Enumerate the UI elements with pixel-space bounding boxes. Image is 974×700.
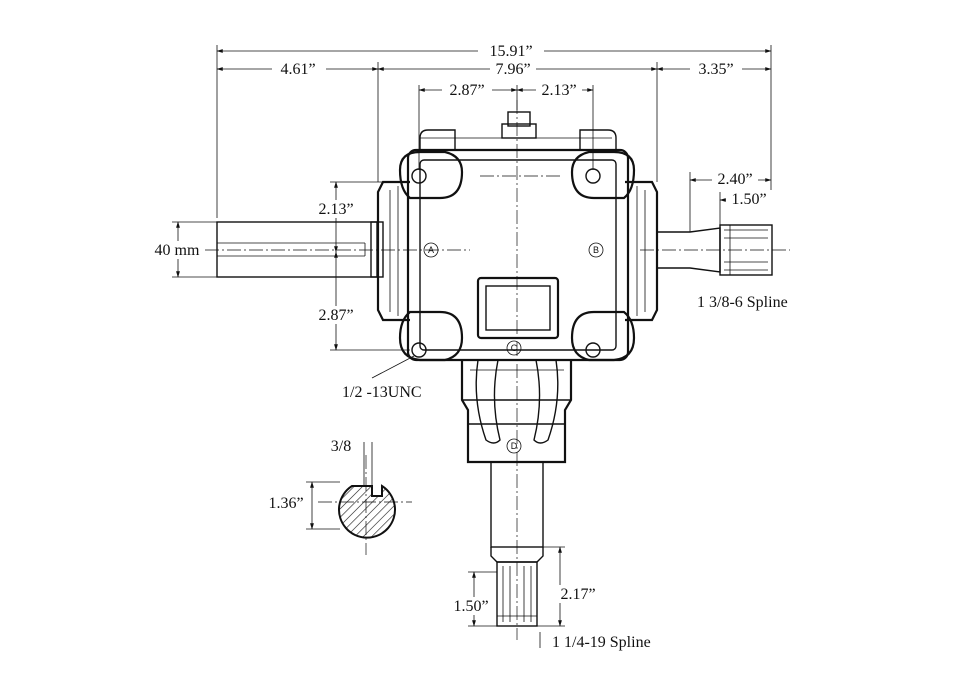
port-b-label: B xyxy=(593,245,599,255)
dim-key-width: 3/8 xyxy=(331,438,351,455)
note-bolt-thread: 1/2 -13UNC xyxy=(342,384,422,401)
dim-bottom-spline-length: 2.17” xyxy=(560,586,595,603)
dim-body-width: 7.96” xyxy=(495,61,530,78)
dim-overall-width: 15.91” xyxy=(489,43,532,60)
bottom-output-shaft xyxy=(490,461,544,627)
port-c-label: C xyxy=(511,343,518,353)
bolt-boss-top-right xyxy=(570,150,636,200)
dim-key-depth: 1.36” xyxy=(268,495,303,512)
keyed-shaft-section xyxy=(306,442,412,555)
dim-bottom-spline-teeth: 1.50” xyxy=(453,598,488,615)
port-c: C xyxy=(506,340,522,356)
dim-bolt-left-offset: 2.87” xyxy=(449,82,484,99)
dim-input-upper: 2.13” xyxy=(318,201,353,218)
bolt-boss-bottom-right xyxy=(570,310,636,362)
dim-input-lower: 2.87” xyxy=(318,307,353,324)
dim-shaft-diameter: 40 mm xyxy=(155,242,200,259)
dim-right-shaft-length: 3.35” xyxy=(698,61,733,78)
dim-right-spline-length: 2.40” xyxy=(717,171,752,188)
bolt-thread-leader xyxy=(371,355,415,379)
right-output-shaft xyxy=(640,224,790,276)
bolt-boss-top-left xyxy=(398,150,464,200)
port-d-label: D xyxy=(511,441,518,451)
left-seal-housing xyxy=(370,180,410,322)
right-seal-housing xyxy=(625,180,659,322)
note-bottom-spline: 1 1/4-19 Spline xyxy=(552,634,651,651)
port-b: B xyxy=(588,242,604,258)
port-d: D xyxy=(506,438,522,454)
dim-right-spline-teeth: 1.50” xyxy=(731,191,766,208)
note-right-spline: 1 3/8-6 Spline xyxy=(697,294,788,311)
dimension-lines-left xyxy=(172,181,410,351)
dim-bolt-right-offset: 2.13” xyxy=(541,82,576,99)
dim-left-shaft-length: 4.61” xyxy=(280,61,315,78)
port-a: A xyxy=(423,242,439,258)
port-a-label: A xyxy=(428,245,434,255)
